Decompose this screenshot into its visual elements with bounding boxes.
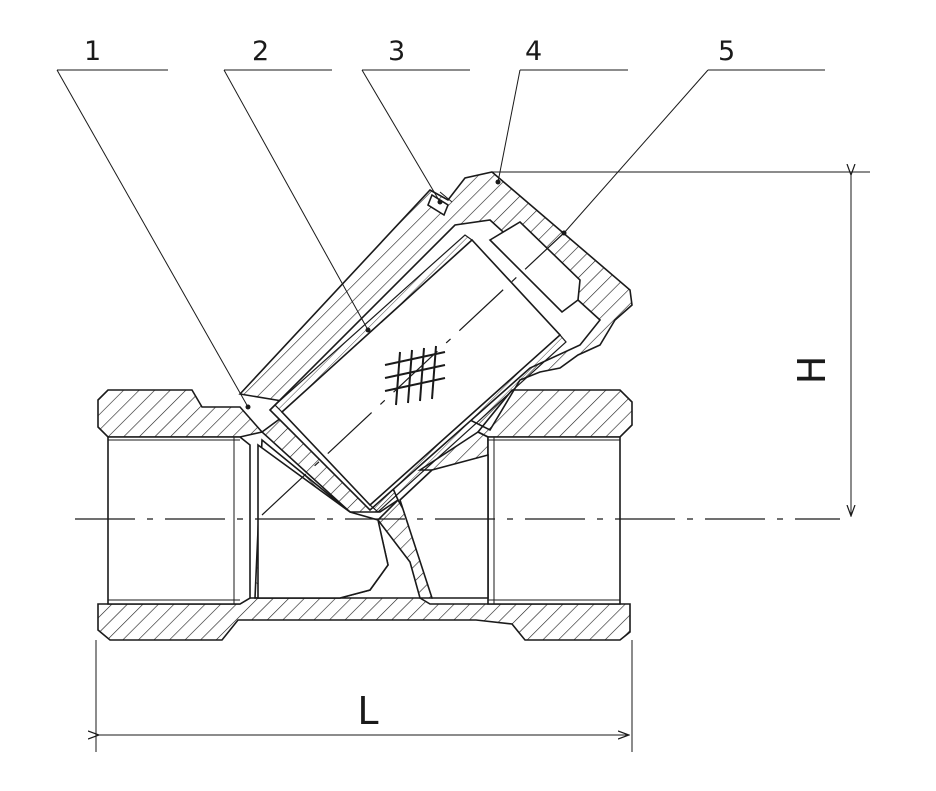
callout-label-5: 5: [718, 36, 735, 67]
dimension-length: L: [96, 640, 633, 752]
callout-label-3: 3: [388, 36, 405, 67]
callout-label-4: 4: [525, 36, 542, 67]
dimension-height: H: [492, 172, 870, 516]
centerlines: [75, 231, 840, 520]
strainer-screen: [274, 234, 567, 513]
callout-labels: 1 2 3 4 5: [84, 36, 735, 67]
height-dimension-label: H: [790, 356, 834, 385]
callout-leaders: [56, 69, 825, 410]
length-dimension-label: L: [357, 689, 378, 733]
callout-label-2: 2: [252, 36, 269, 67]
callout-label-1: 1: [84, 36, 101, 67]
